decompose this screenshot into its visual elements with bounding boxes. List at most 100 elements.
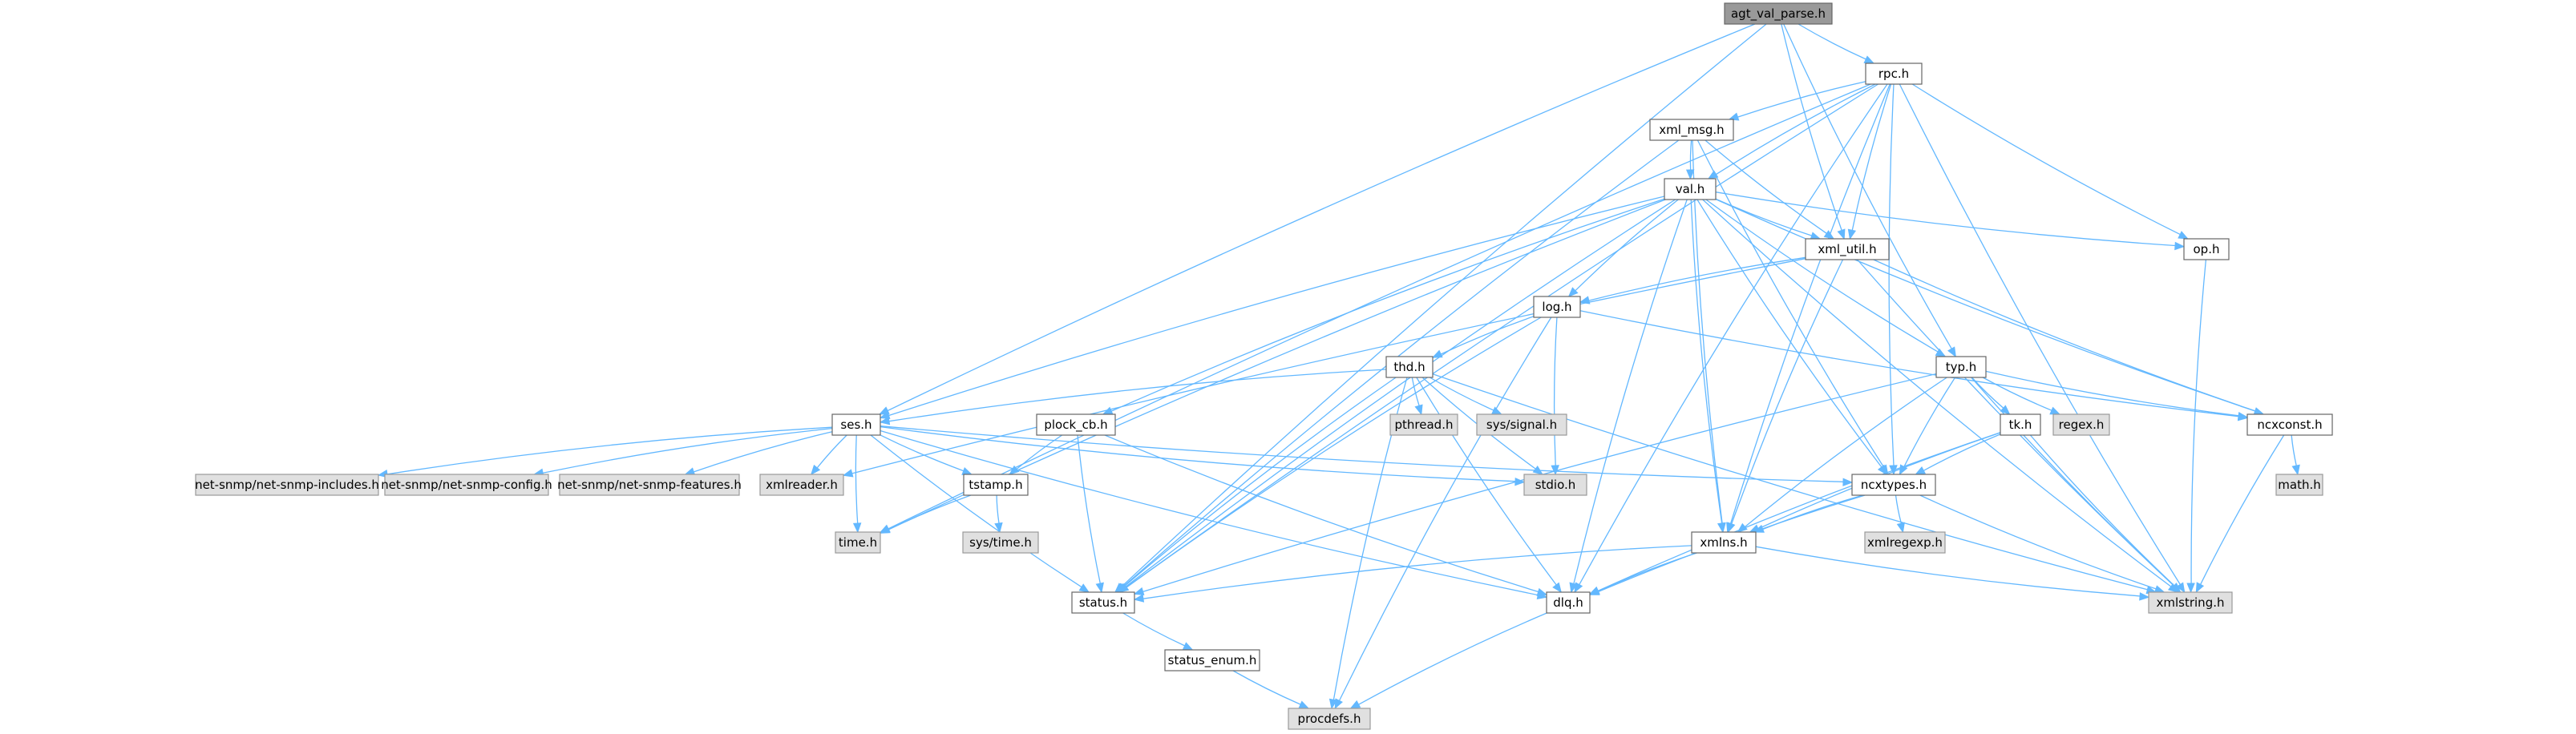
node-netsnmp_config: net-snmp/net-snmp-config.h	[381, 474, 552, 496]
edge-arrowhead	[1133, 594, 1145, 603]
edge-rpc-to-val	[1707, 83, 1876, 179]
node-label: xmlstring.h	[2157, 595, 2225, 610]
edge-plock_cb-to-tstamp	[1009, 434, 1063, 475]
node-plock_cb[interactable]: plock_cb.h	[1036, 413, 1116, 436]
node-regex: regex.h	[2052, 413, 2110, 436]
edge-arrowhead	[994, 522, 1003, 534]
edge-line	[855, 434, 859, 524]
node-label: ncxconst.h	[2257, 417, 2322, 432]
edge-arrowhead	[1551, 465, 1559, 476]
edges-layer	[377, 23, 2300, 710]
node-box	[2052, 413, 2110, 436]
edge-rpc-to-dlq	[1574, 83, 1888, 594]
edge-arrowhead	[2139, 592, 2150, 601]
node-box	[1523, 474, 1587, 496]
edge-arrowhead	[961, 467, 973, 475]
edge-arrowhead	[1349, 700, 1361, 709]
edge-agt_val_parse-to-ses	[878, 23, 1756, 415]
node-box	[759, 474, 844, 496]
node-typ[interactable]: typ.h	[1935, 356, 1987, 378]
node-tk[interactable]: tk.h	[2000, 413, 2041, 436]
edge-line	[1429, 377, 1494, 411]
edge-arrowhead	[1567, 287, 1579, 297]
node-agt_val_parse[interactable]: agt_val_parse.h	[1724, 2, 1833, 25]
edge-line	[851, 258, 1806, 474]
edge-line	[1715, 199, 2255, 412]
node-box	[1385, 356, 1434, 378]
edge-line	[1579, 310, 2239, 417]
node-box	[963, 474, 1029, 496]
node-thd[interactable]: thd.h	[1385, 356, 1434, 378]
node-xml_msg[interactable]: xml_msg.h	[1649, 119, 1734, 141]
edge-arrowhead	[2195, 582, 2205, 594]
edge-line	[1873, 259, 2256, 412]
node-label: xml_util.h	[1818, 242, 1876, 257]
node-val[interactable]: val.h	[1664, 178, 1717, 200]
edge-line	[1553, 317, 1558, 466]
node-xml_util[interactable]: xml_util.h	[1805, 238, 1890, 260]
node-rpc[interactable]: rpc.h	[1865, 63, 1923, 85]
edge-line	[887, 23, 1756, 412]
node-xmlns[interactable]: xmlns.h	[1691, 531, 1757, 554]
node-tstamp[interactable]: tstamp.h	[963, 474, 1029, 496]
edge-arrowhead	[1823, 230, 1835, 240]
edge-thd-to-sys_signal	[1429, 377, 1502, 415]
node-box	[559, 474, 740, 496]
node-status[interactable]: status.h	[1071, 591, 1135, 614]
node-op[interactable]: op.h	[2183, 238, 2230, 260]
edge-op-to-xmlstring	[2186, 259, 2207, 594]
node-label: regex.h	[2059, 417, 2105, 432]
edge-arrowhead	[879, 416, 891, 425]
node-box	[1546, 591, 1591, 614]
node-box	[1476, 413, 1567, 436]
edge-tk-to-ncxtypes	[1915, 434, 2001, 475]
node-ncxtypes[interactable]: ncxtypes.h	[1851, 474, 1936, 496]
node-log[interactable]: log.h	[1533, 296, 1581, 318]
node-netsnmp_features: net-snmp/net-snmp-features.h	[557, 474, 742, 496]
edge-log-to-ncxconst	[1579, 310, 2249, 421]
node-label: tk.h	[2009, 417, 2032, 432]
node-ses[interactable]: ses.h	[831, 413, 881, 436]
edge-arrowhead	[1431, 349, 1443, 358]
node-label: status_enum.h	[1168, 653, 1257, 668]
edge-log-to-stdio	[1551, 317, 1559, 476]
edge-status-to-status_enum	[1122, 612, 1194, 651]
node-box	[1935, 356, 1987, 378]
edge-line	[1232, 670, 1301, 705]
edge-ses-to-netsnmp_config	[532, 427, 833, 477]
edge-line	[2200, 434, 2285, 585]
node-label: xmlregexp.h	[1867, 535, 1943, 550]
edge-typ-to-ncxconst	[1985, 370, 2249, 421]
node-ncxconst[interactable]: ncxconst.h	[2246, 413, 2333, 436]
node-label: procdefs.h	[1298, 712, 1361, 726]
edge-arrowhead	[1095, 582, 1104, 594]
edge-line	[1689, 139, 1692, 171]
edge-xml_msg-to-ncxtypes	[1696, 139, 1889, 476]
node-box	[835, 531, 881, 554]
node-box	[1533, 296, 1581, 318]
node-dlq[interactable]: dlq.h	[1546, 591, 1591, 614]
edge-arrowhead	[2170, 583, 2182, 593]
edge-line	[1579, 83, 1888, 585]
edge-arrowhead	[2178, 231, 2189, 240]
node-status_enum[interactable]: status_enum.h	[1164, 649, 1260, 671]
node-xmlreader: xmlreader.h	[759, 474, 844, 496]
edge-line	[996, 494, 1000, 524]
node-label: status.h	[1079, 595, 1127, 610]
edge-plock_cb-to-dlq	[1104, 434, 1548, 596]
node-label: xmlreader.h	[766, 478, 838, 492]
edge-ses-to-time	[852, 434, 862, 534]
edge-line	[1588, 256, 1806, 301]
edge-tstamp-to-sys_time	[994, 494, 1003, 534]
edge-arrowhead	[2174, 241, 2186, 251]
node-label: dlq.h	[1553, 595, 1583, 610]
node-procdefs: procdefs.h	[1288, 708, 1371, 730]
edge-ses-to-netsnmp_features	[684, 431, 833, 476]
edge-line	[880, 425, 1844, 482]
edge-val-to-ses	[879, 196, 1665, 419]
edge-rpc-to-op	[1911, 83, 2189, 240]
node-xmlregexp: xmlregexp.h	[1864, 531, 1946, 554]
edge-arrowhead	[1896, 522, 1905, 534]
node-netsnmp_includes: net-snmp/net-snmp-includes.h	[195, 474, 379, 496]
